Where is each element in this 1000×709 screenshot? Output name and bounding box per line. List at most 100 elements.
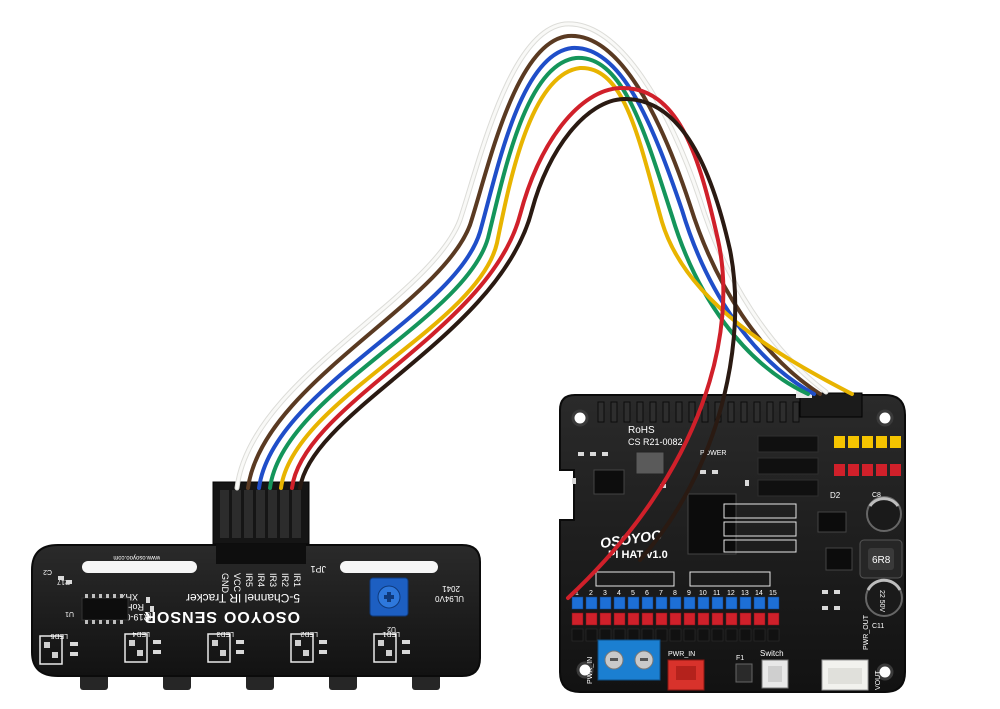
wire-green bbox=[268, 55, 810, 490]
brand-text: OSOYOO bbox=[223, 608, 300, 625]
xhx-text: XHX bbox=[119, 592, 138, 602]
led-label: LED5 bbox=[50, 632, 68, 639]
smd-components bbox=[58, 576, 410, 656]
sensor-header-connector bbox=[212, 481, 310, 564]
led-label: LED3 bbox=[216, 630, 234, 637]
sensor-subtitle: 5-Channel IR Tracker bbox=[186, 591, 300, 605]
power-label: POWER bbox=[700, 450, 726, 457]
wire-yellow bbox=[279, 65, 854, 490]
power-terminal-block bbox=[597, 639, 661, 681]
wire-red bbox=[290, 85, 726, 600]
fuse-label: F1 bbox=[736, 655, 744, 662]
pwr-in2-label: PWR_IN bbox=[668, 651, 695, 658]
pin-label: IR4 bbox=[256, 573, 266, 587]
model-code: R19-0264 bbox=[110, 612, 150, 622]
row-number: 2 bbox=[589, 590, 593, 597]
pwr-out-label: PWR_OUT bbox=[863, 614, 870, 650]
row-number: 8 bbox=[673, 590, 677, 597]
row-numbers: 1 2 3 4 5 6 7 8 9 10 11 12 13 14 15 bbox=[575, 590, 777, 597]
inductor bbox=[859, 539, 903, 579]
black-pin-block bbox=[757, 435, 819, 497]
wire-blue bbox=[257, 45, 816, 490]
wire-black bbox=[298, 96, 738, 562]
hat-name: PI HAT v1.0 bbox=[608, 549, 668, 561]
mount-slot-right bbox=[340, 561, 438, 573]
led-group bbox=[39, 635, 63, 665]
led-label: LED1 bbox=[382, 630, 400, 637]
sensor-pin-labels: GND VCC IR5 IR4 IR3 IR2 IR1 bbox=[220, 573, 302, 594]
header-ref: JP1 bbox=[310, 564, 326, 574]
mounting-holes bbox=[571, 409, 894, 681]
pin-label: IR2 bbox=[280, 573, 290, 587]
sensor-ic-chip bbox=[81, 594, 129, 624]
row-number: 14 bbox=[755, 590, 763, 597]
sensor-pcb bbox=[31, 544, 481, 677]
row-number: 3 bbox=[603, 590, 607, 597]
ul-code: UL94V0 bbox=[435, 594, 464, 603]
led-label: LED4 bbox=[132, 630, 150, 637]
led-footprints bbox=[39, 633, 397, 665]
mount-slot-left bbox=[82, 561, 197, 573]
row-number: 1 bbox=[575, 590, 579, 597]
potentiometer bbox=[369, 577, 409, 617]
sensor-title: SENSOR bbox=[143, 608, 217, 625]
row-number: 6 bbox=[645, 590, 649, 597]
red-pin-row-lower bbox=[571, 612, 780, 626]
row-number: 12 bbox=[727, 590, 735, 597]
gpio-header bbox=[597, 401, 800, 423]
pin-label: GND bbox=[220, 573, 230, 594]
yellow-pin-row bbox=[834, 436, 901, 448]
row-number: 9 bbox=[687, 590, 691, 597]
pot-ref: U2 bbox=[387, 625, 396, 632]
row-number: 15 bbox=[769, 590, 777, 597]
sensor-silkscreen-text: OSOYOO SENSOR 5-Channel IR Tracker R19-0… bbox=[110, 591, 300, 625]
cap-ref-1: C8 bbox=[872, 492, 881, 499]
capacitor-2 bbox=[865, 578, 903, 617]
led-group bbox=[207, 633, 231, 663]
chip-ref: U1 bbox=[65, 610, 74, 617]
row-number: 5 bbox=[631, 590, 635, 597]
side-label: C2 bbox=[43, 568, 52, 575]
website-text: www.osoyoo.com bbox=[113, 554, 161, 560]
ribbon-wires bbox=[234, 21, 854, 600]
red-pin-row bbox=[834, 464, 901, 476]
silkscreen-boxes bbox=[595, 503, 797, 587]
row-number: 11 bbox=[713, 590, 720, 597]
led-group bbox=[373, 633, 397, 663]
pin-label: IR5 bbox=[244, 573, 254, 587]
fuse bbox=[735, 663, 753, 683]
vout-label: VOUT bbox=[875, 670, 882, 690]
cap-ref-2: C11 bbox=[872, 623, 884, 630]
blue-pin-row bbox=[571, 596, 780, 610]
red-power-connector bbox=[667, 659, 705, 691]
ic-chips bbox=[593, 451, 853, 571]
black-pin-row-lower bbox=[571, 628, 780, 642]
side-label: R17 bbox=[57, 578, 70, 585]
diode-label: D2 bbox=[830, 491, 841, 500]
pin-label: VCC bbox=[232, 573, 242, 593]
row-number: 7 bbox=[659, 590, 663, 597]
pin-label: IR1 bbox=[292, 573, 302, 587]
vout-connector bbox=[821, 659, 869, 691]
row-number: 10 bbox=[699, 590, 707, 597]
capacitor-1 bbox=[866, 496, 902, 532]
side-label: C1 bbox=[144, 612, 151, 621]
row-number: 4 bbox=[617, 590, 621, 597]
hat-cs-code: CS R21-0082 bbox=[628, 437, 683, 447]
ir-sensor-board: GND VCC IR5 IR4 IR3 IR2 IR1 JP1 OSOYOO S… bbox=[31, 481, 481, 690]
switch-label: Switch bbox=[760, 649, 784, 658]
pin-label: IR3 bbox=[268, 573, 278, 587]
wire-brown bbox=[246, 33, 822, 490]
pwr-in-label: PWR_IN bbox=[587, 657, 594, 684]
led-group bbox=[124, 633, 148, 663]
wire-white-core bbox=[235, 22, 828, 490]
row-number: 13 bbox=[741, 590, 749, 597]
led-label: LED2 bbox=[300, 630, 318, 637]
power-switch bbox=[761, 659, 789, 689]
led-group bbox=[290, 633, 314, 663]
hat-rohs: RoHS bbox=[628, 425, 655, 436]
rohs-text: RoHS bbox=[120, 602, 144, 612]
inductor-label: 6R8 bbox=[872, 555, 891, 566]
date-code: 2041 bbox=[442, 584, 460, 593]
